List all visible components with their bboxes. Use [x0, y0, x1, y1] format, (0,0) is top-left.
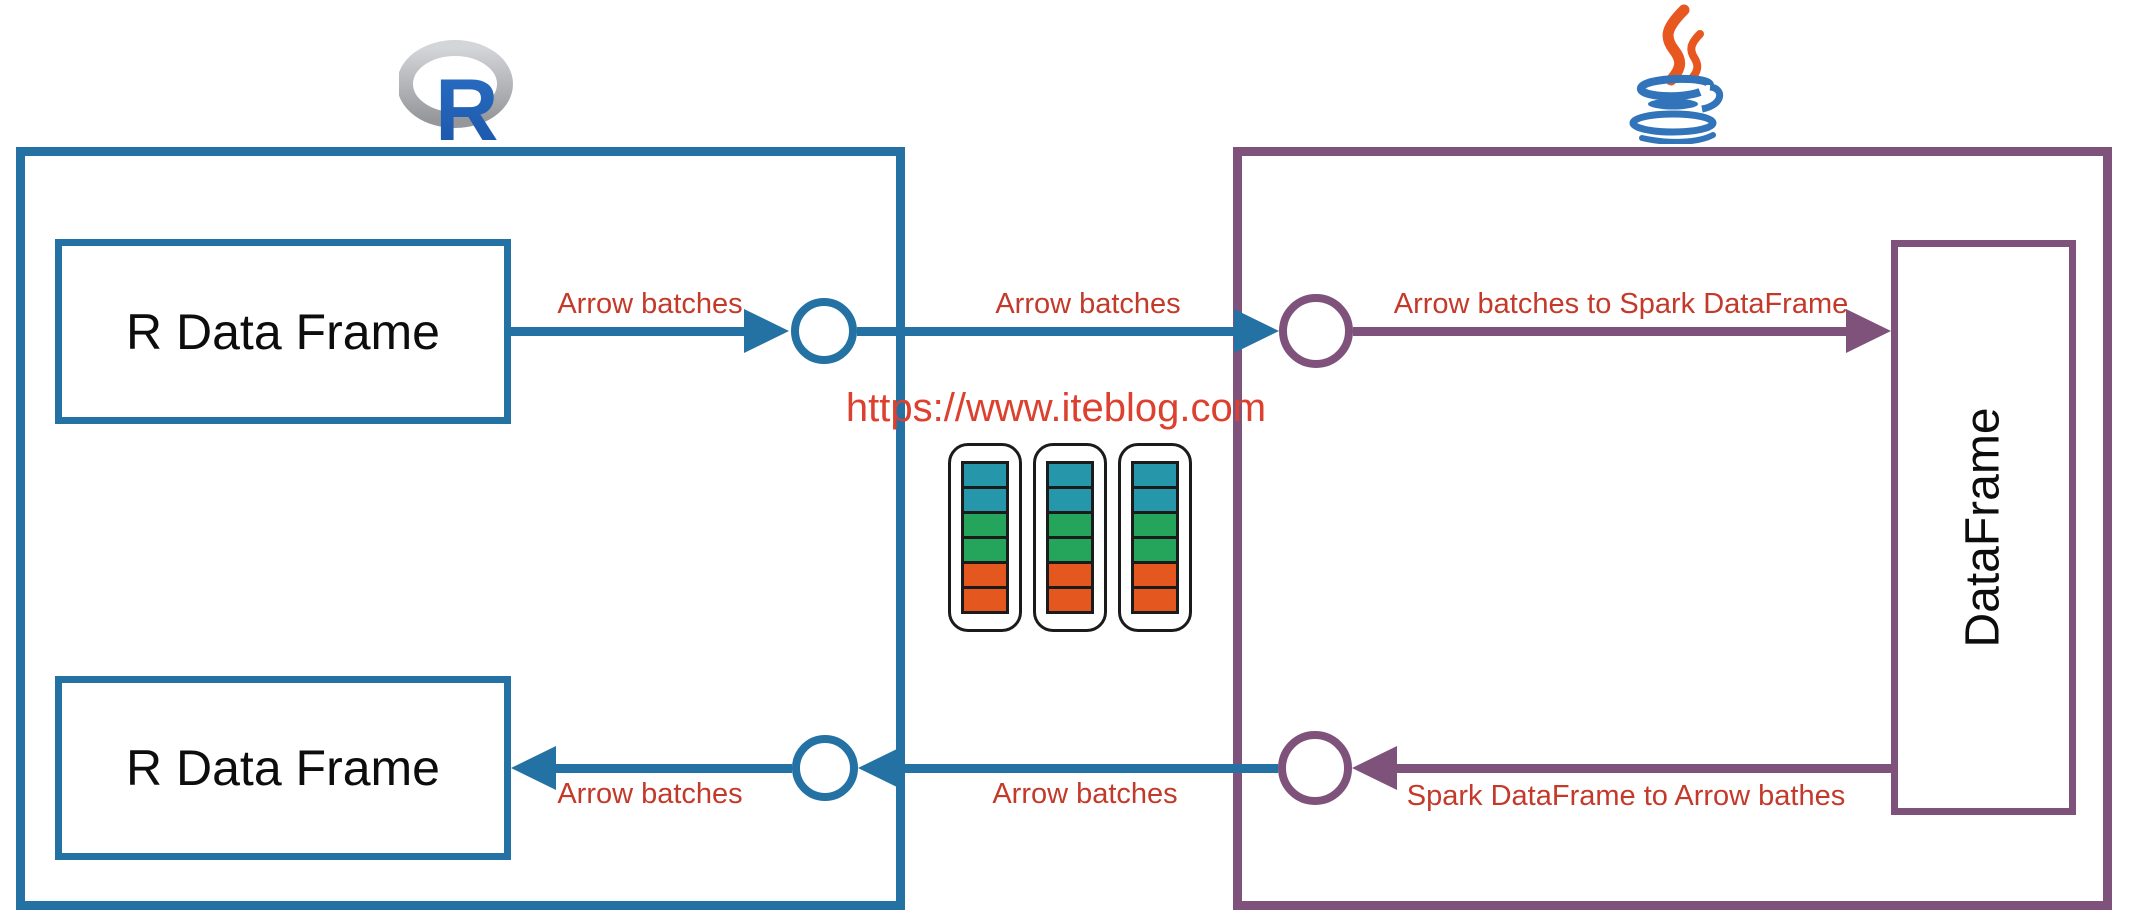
- java-logo-icon: [1629, 4, 1723, 144]
- top-flow-line-r-segment: [511, 327, 749, 336]
- arrow-batch-column-icon: [1033, 443, 1107, 632]
- batch-stripes: [1046, 461, 1094, 614]
- bottom-label-spark-dataframe-to-arrow-bathes: Spark DataFrame to Arrow bathes: [1406, 780, 1846, 812]
- r-data-frame-node-top: R Data Frame: [55, 239, 511, 424]
- top-flow-line-spark-segment: [1353, 327, 1848, 336]
- spark-dataframe-node: DataFrame: [1891, 240, 2076, 815]
- top-flow-arrowhead-to-spark-port: [1234, 309, 1279, 353]
- bottom-flow-arrowhead-to-spark-port: [1352, 746, 1397, 790]
- r-input-port-circle: [792, 735, 858, 801]
- bottom-flow-line-spark-segment: [1397, 764, 1891, 773]
- top-flow-arrowhead-to-r-port: [744, 309, 789, 353]
- arrow-batch-column-icon: [1118, 443, 1192, 632]
- iteblog-watermark: https://www.iteblog.com: [845, 386, 1267, 430]
- arrow-record-batches-icon-group: [948, 443, 1192, 632]
- top-label-arrow-batches-r: Arrow batches: [557, 288, 743, 320]
- arrow-batch-column-icon: [948, 443, 1022, 632]
- bottom-label-arrow-batches-r: Arrow batches: [557, 778, 743, 810]
- spark-input-port-circle: [1279, 294, 1353, 368]
- top-label-arrow-batches-to-spark-dataframe: Arrow batches to Spark DataFrame: [1393, 288, 1849, 320]
- r-data-frame-label-top: R Data Frame: [126, 303, 440, 360]
- bottom-flow-line-transfer-segment: [903, 764, 1278, 773]
- r-language-logo-icon: R: [399, 40, 513, 147]
- top-flow-line-transfer-segment: [857, 327, 1237, 336]
- bottom-label-arrow-batches-transfer: Arrow batches: [992, 778, 1178, 810]
- top-label-arrow-batches-transfer: Arrow batches: [995, 288, 1181, 320]
- r-data-frame-node-bottom: R Data Frame: [55, 676, 511, 860]
- top-flow-arrowhead-to-dataframe: [1846, 309, 1891, 353]
- bottom-flow-line-r-segment: [556, 764, 792, 773]
- batch-stripes: [961, 461, 1009, 614]
- bottom-flow-arrowhead-to-r-port: [858, 746, 903, 790]
- spark-dataframe-label: DataFrame: [1957, 407, 2011, 648]
- r-data-frame-label-bottom: R Data Frame: [126, 740, 440, 796]
- spark-output-port-circle: [1278, 731, 1352, 805]
- bottom-flow-arrowhead-to-r-data-frame: [511, 746, 556, 790]
- r-output-port-circle: [791, 298, 857, 364]
- svg-text:R: R: [435, 60, 499, 147]
- batch-stripes: [1131, 461, 1179, 614]
